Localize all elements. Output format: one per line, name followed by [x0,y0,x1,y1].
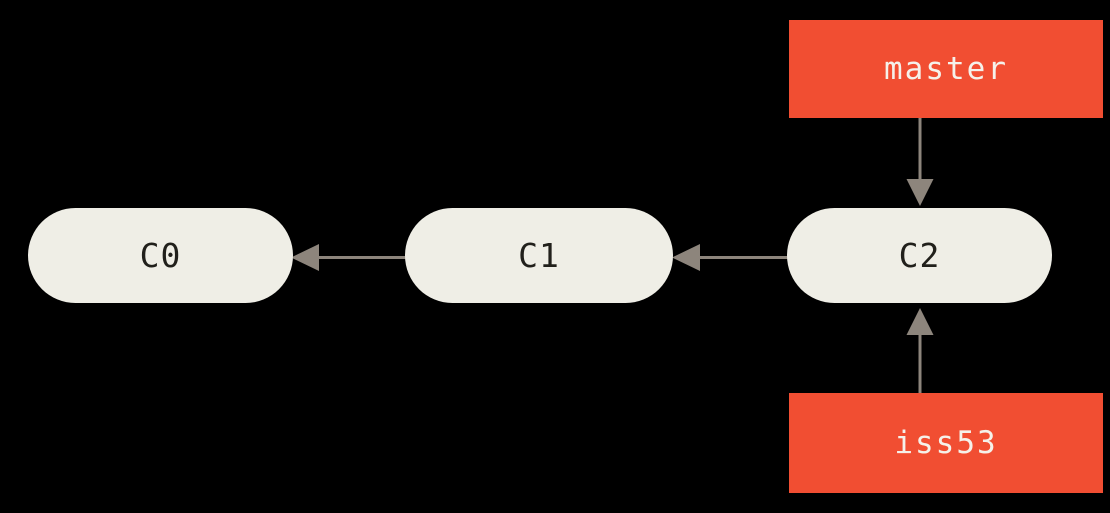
commit-node-c1: C1 [405,208,673,303]
commit-label: C0 [139,236,182,275]
arrow-iss53-to-c2 [906,308,934,393]
arrowhead [906,308,934,335]
arrow-c2-to-c1 [672,244,788,271]
commit-node-c2: C2 [787,208,1052,303]
branch-label: master [884,51,1008,87]
arrowhead [906,179,934,206]
commit-node-c0: C0 [28,208,293,303]
arrow-master-to-c2 [906,118,934,206]
arrow-c1-to-c0 [291,244,406,271]
arrowhead [291,244,319,271]
arrowhead [672,244,700,271]
branch-ref-iss53: iss53 [789,393,1103,493]
branch-ref-master: master [789,20,1103,118]
commit-label: C2 [898,236,941,275]
commit-label: C1 [518,236,560,275]
branch-label: iss53 [894,425,998,461]
